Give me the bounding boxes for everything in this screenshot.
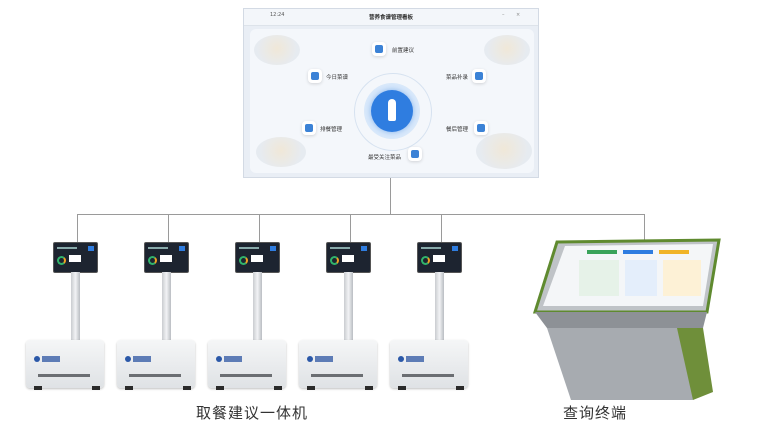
kiosk-machine [24,242,104,392]
node-label: 菜品补录 [446,73,468,81]
kiosk-screen[interactable] [235,242,280,273]
food-image [484,35,530,65]
kiosk-screen[interactable] [417,242,462,273]
minimize-icon[interactable]: – [502,12,505,18]
node-label: 餐后管理 [446,125,468,133]
network-line [77,214,78,242]
dish-icon[interactable] [408,147,422,161]
dashboard-screen: 12:24 营养食谱管理看板 – × 前置建议 今日菜谱 菜品补录 排餐管理 餐… [243,8,539,178]
kiosk-screen[interactable] [326,242,371,273]
network-line [390,178,391,215]
food-image [476,133,532,169]
kiosk-machine [297,242,377,392]
network-line [77,214,645,215]
rocket-icon [388,99,396,121]
kiosk-machine [206,242,286,392]
node-label: 前置建议 [392,46,414,54]
node-label: 最受关注菜品 [368,153,401,161]
query-terminal [527,232,727,402]
brand-logo [307,356,313,362]
edit-icon[interactable] [472,69,486,83]
dashboard-titlebar: 12:24 营养食谱管理看板 – × [244,9,538,26]
dashboard-panel: 前置建议 今日菜谱 菜品补录 排餐管理 餐后管理 最受关注菜品 [250,29,534,173]
schedule-icon[interactable] [302,121,316,135]
kiosk-machine [115,242,195,392]
kiosk-screen[interactable] [144,242,189,273]
network-line [350,214,351,242]
brand-logo [34,356,40,362]
menu-icon[interactable] [308,69,322,83]
network-line [441,214,442,242]
food-image [254,35,300,65]
brand-logo [398,356,404,362]
terminal-caption: 查询终端 [563,402,627,423]
terminal-illustration [527,232,727,402]
dashboard-title: 营养食谱管理看板 [244,13,538,21]
node-label: 排餐管理 [320,125,342,133]
network-line [168,214,169,242]
suggestion-icon[interactable] [372,42,386,56]
brand-logo [125,356,131,362]
brand-logo [216,356,222,362]
node-label: 今日菜谱 [326,73,348,81]
hub-center[interactable] [371,90,413,132]
document-icon[interactable] [474,121,488,135]
food-image [256,137,306,167]
kiosk-screen[interactable] [53,242,98,273]
kiosk-group-caption: 取餐建议一体机 [196,402,308,423]
kiosk-machine [388,242,468,392]
network-line [259,214,260,242]
close-icon[interactable]: × [516,12,520,18]
